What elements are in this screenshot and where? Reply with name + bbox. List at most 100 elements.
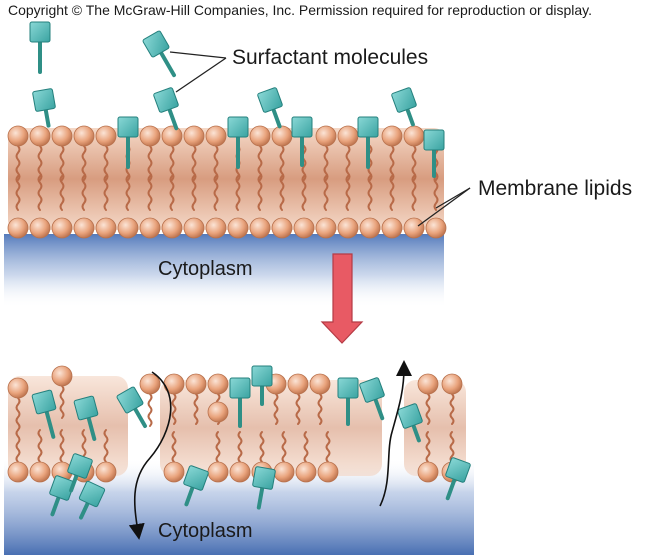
lipid-head bbox=[161, 125, 183, 147]
lipid-tail bbox=[81, 145, 87, 181]
lipid-tail bbox=[389, 145, 395, 181]
flow-arrow-up bbox=[379, 360, 412, 507]
surfactant-head bbox=[359, 377, 385, 403]
surfactant-head bbox=[29, 21, 51, 43]
surfactant-head bbox=[251, 365, 273, 387]
lipid-head bbox=[117, 217, 139, 239]
lipid-tail bbox=[15, 397, 21, 431]
surfactant-molecules bbox=[29, 21, 471, 520]
flow-arrow-down bbox=[128, 371, 172, 540]
lipid-head bbox=[287, 373, 309, 395]
lipid-head bbox=[337, 217, 359, 239]
lipid-tail bbox=[279, 145, 285, 181]
lipid-tail bbox=[37, 145, 43, 181]
lipid-tail bbox=[213, 145, 219, 181]
lipid-tail bbox=[449, 393, 455, 425]
lipid-tail bbox=[213, 175, 219, 211]
surfactant-head bbox=[445, 457, 471, 483]
lipid-heads bbox=[7, 125, 463, 483]
label-membrane-lipids: Membrane lipids bbox=[478, 177, 633, 200]
lipid-tail bbox=[81, 175, 87, 211]
label-cytoplasm-bottom: Cytoplasm bbox=[158, 520, 253, 542]
lipid-tail bbox=[303, 431, 309, 463]
transition-arrow bbox=[320, 253, 364, 344]
lipid-head bbox=[73, 217, 95, 239]
lipid-head bbox=[425, 217, 447, 239]
lipid-tail bbox=[425, 431, 431, 463]
lipid-head bbox=[29, 217, 51, 239]
surfactant-head bbox=[337, 377, 359, 399]
lipid-head bbox=[51, 365, 73, 387]
surfactant-head bbox=[423, 129, 445, 151]
lipid-tail bbox=[147, 393, 153, 427]
lipid-head bbox=[315, 125, 337, 147]
lipid-head bbox=[7, 217, 29, 239]
lipid-head bbox=[359, 217, 381, 239]
lipid-tail bbox=[171, 431, 177, 463]
surfactant-head bbox=[31, 389, 57, 415]
lipid-tail bbox=[325, 431, 331, 463]
lipid-head bbox=[205, 125, 227, 147]
lipid-tail bbox=[59, 385, 65, 419]
lipid-head bbox=[227, 217, 249, 239]
lipid-head bbox=[315, 217, 337, 239]
lipid-tail bbox=[449, 431, 455, 463]
lipid-tail bbox=[169, 175, 175, 211]
lipid-head bbox=[249, 217, 271, 239]
lipid-head bbox=[441, 373, 463, 395]
lipid-tail bbox=[169, 145, 175, 181]
surfactant-head bbox=[257, 87, 283, 113]
surfactant-head bbox=[117, 116, 139, 138]
surfactant-head bbox=[229, 377, 251, 399]
lipid-tail bbox=[433, 145, 439, 181]
cytoplasm-region-top bbox=[4, 234, 444, 308]
lipid-head bbox=[139, 125, 161, 147]
surfactant-head bbox=[397, 403, 423, 429]
lipid-tail bbox=[215, 431, 221, 463]
lipid-head bbox=[207, 373, 229, 395]
lipid-tail bbox=[193, 393, 199, 425]
lipid-tail bbox=[301, 145, 307, 181]
copyright-notice: Copyright © The McGraw-Hill Companies, I… bbox=[8, 2, 593, 18]
lipid-tail bbox=[191, 175, 197, 211]
lipid-tail bbox=[323, 175, 329, 211]
lipid-head bbox=[51, 217, 73, 239]
lipid-head bbox=[293, 217, 315, 239]
surfactant-head bbox=[183, 465, 209, 491]
lipid-head bbox=[207, 401, 229, 423]
lipid-head bbox=[7, 377, 29, 399]
lipid-head bbox=[271, 217, 293, 239]
lipid-tail bbox=[345, 175, 351, 211]
lipid-tail bbox=[147, 175, 153, 211]
lipid-head bbox=[417, 461, 439, 483]
lipid-head bbox=[51, 125, 73, 147]
lipid-head bbox=[139, 373, 161, 395]
leader-lines bbox=[169, 51, 471, 227]
lipid-head bbox=[381, 217, 403, 239]
lipid-tail bbox=[103, 175, 109, 211]
lipid-head bbox=[185, 373, 207, 395]
lipid-tail bbox=[15, 429, 21, 463]
lipid-tail bbox=[37, 175, 43, 211]
lipid-head bbox=[139, 217, 161, 239]
lipid-tail bbox=[323, 145, 329, 181]
membrane-bilayer-top bbox=[8, 128, 444, 230]
surfactant-head bbox=[391, 87, 417, 113]
lipid-tail bbox=[345, 145, 351, 181]
label-cytoplasm-top: Cytoplasm bbox=[158, 258, 253, 280]
surfactant-head bbox=[252, 466, 276, 490]
lipid-tail bbox=[59, 429, 65, 463]
lipid-tail bbox=[367, 175, 373, 211]
surfactant-head bbox=[153, 87, 179, 113]
surfactant-head bbox=[227, 116, 249, 138]
lipid-head bbox=[95, 125, 117, 147]
lipid-tail bbox=[295, 393, 301, 425]
lipid-tail bbox=[125, 175, 131, 211]
lipid-head bbox=[417, 373, 439, 395]
surfactant-head bbox=[78, 480, 106, 508]
lipid-tail bbox=[389, 175, 395, 211]
lipid-head bbox=[309, 373, 331, 395]
lipid-tail bbox=[15, 175, 21, 211]
lipid-tail bbox=[37, 429, 43, 463]
